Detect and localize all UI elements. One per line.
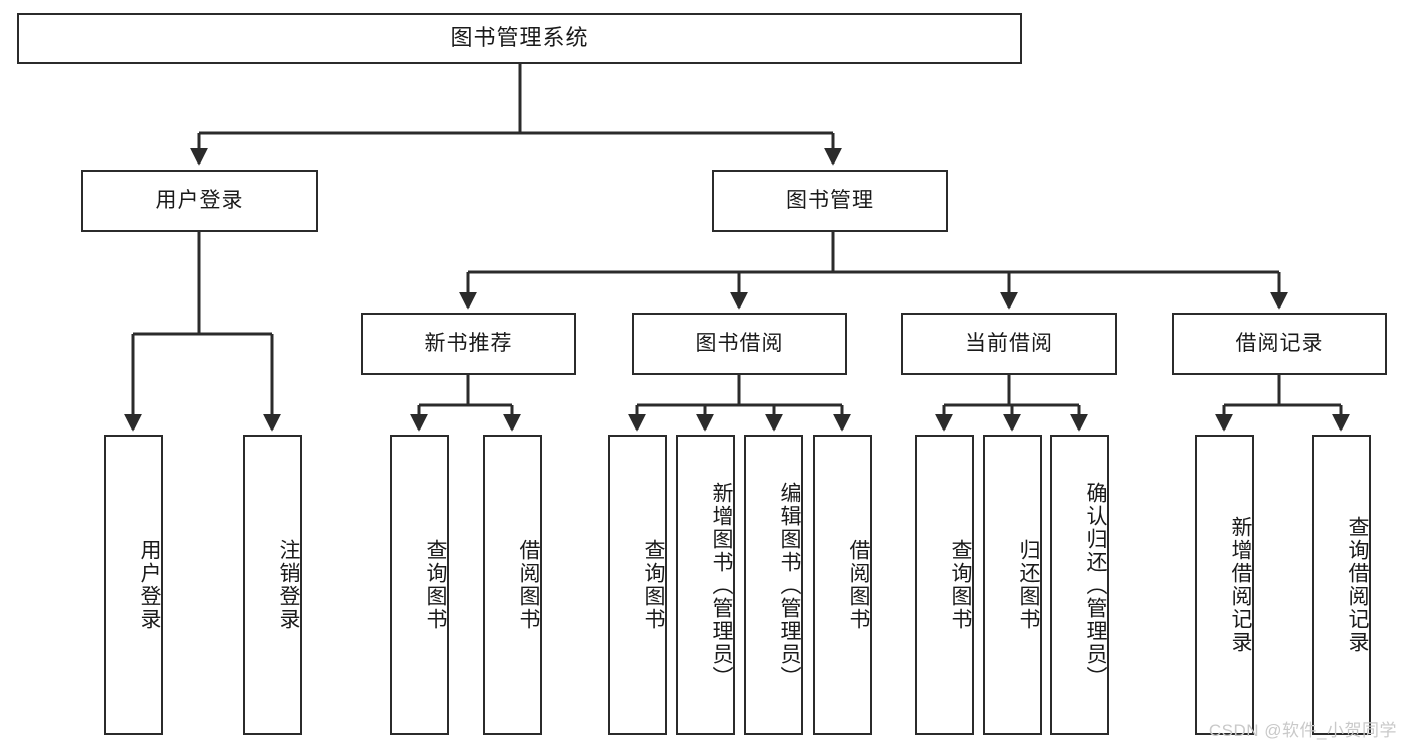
leaf-book-borrow-add-admin[interactable]: 新增图书（管理员）: [676, 435, 735, 735]
node-user-login[interactable]: 用户登录: [81, 170, 318, 232]
node-root-system[interactable]: 图书管理系统: [17, 13, 1022, 64]
node-book-management[interactable]: 图书管理: [712, 170, 948, 232]
leaf-current-borrow-confirm-admin[interactable]: 确认归还（管理员）: [1050, 435, 1109, 735]
node-current-borrow[interactable]: 当前借阅: [901, 313, 1117, 375]
leaf-user-login-logout[interactable]: 注销登录: [243, 435, 302, 735]
leaf-book-borrow-edit-admin[interactable]: 编辑图书（管理员）: [744, 435, 803, 735]
leaf-borrow-record-query[interactable]: 查询借阅记录: [1312, 435, 1371, 735]
node-new-book-recommend[interactable]: 新书推荐: [361, 313, 576, 375]
leaf-book-borrow-borrow[interactable]: 借阅图书: [813, 435, 872, 735]
leaf-borrow-record-add[interactable]: 新增借阅记录: [1195, 435, 1254, 735]
leaf-current-borrow-return[interactable]: 归还图书: [983, 435, 1042, 735]
leaf-user-login-login[interactable]: 用户登录: [104, 435, 163, 735]
leaf-new-book-query[interactable]: 查询图书: [390, 435, 449, 735]
leaf-current-borrow-query[interactable]: 查询图书: [915, 435, 974, 735]
csdn-watermark: CSDN @软件_小贺同学: [1208, 721, 1397, 740]
leaf-book-borrow-query[interactable]: 查询图书: [608, 435, 667, 735]
leaf-new-book-borrow[interactable]: 借阅图书: [483, 435, 542, 735]
node-borrow-record[interactable]: 借阅记录: [1172, 313, 1387, 375]
node-book-borrow[interactable]: 图书借阅: [632, 313, 847, 375]
